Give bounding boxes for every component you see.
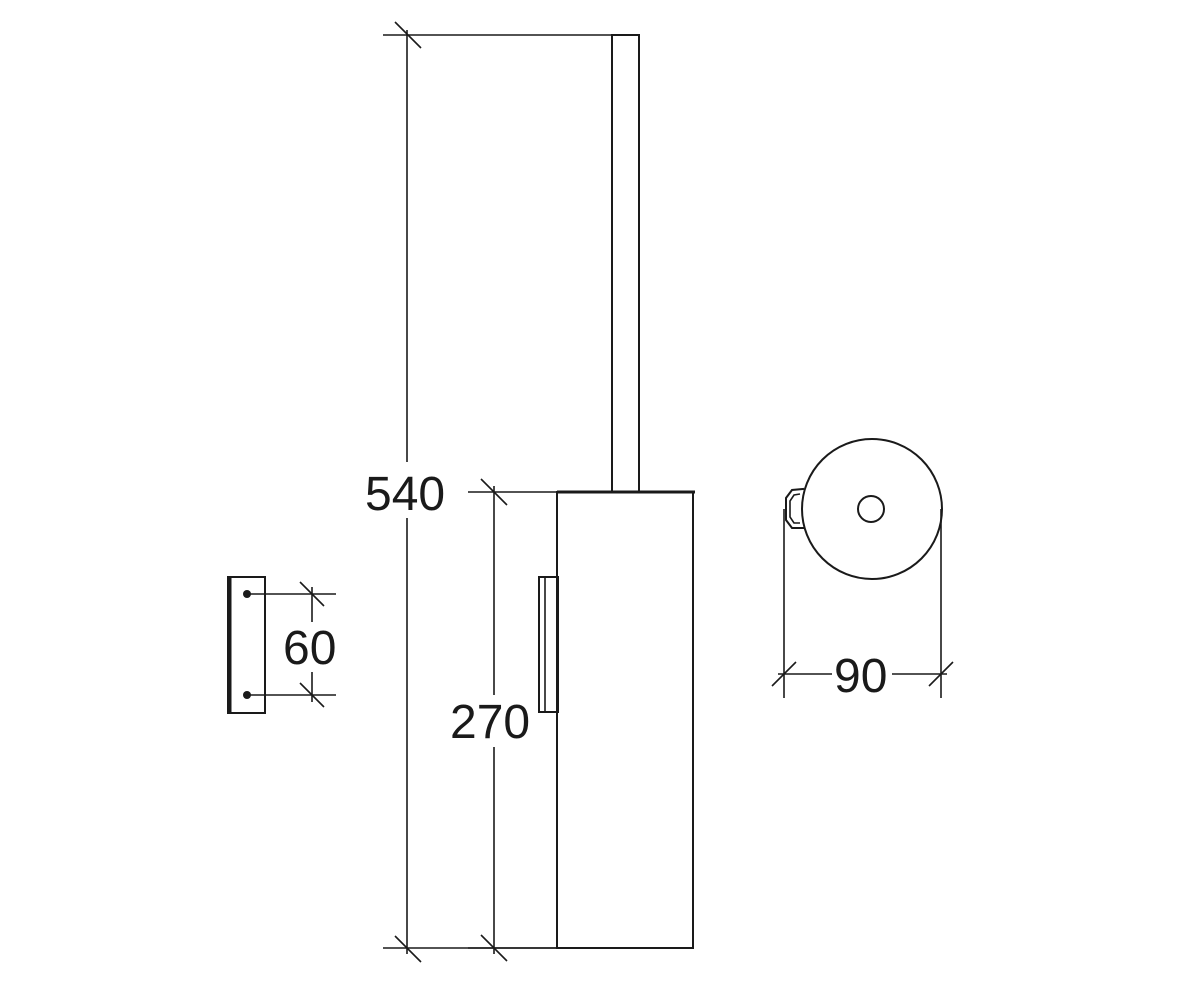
dimension-label-540: 540	[365, 468, 445, 521]
handle-hole	[857, 495, 885, 523]
side-view	[538, 34, 695, 949]
top-view	[785, 438, 943, 580]
dimension-total-height: 540	[362, 21, 612, 963]
container-body	[556, 491, 694, 949]
label-background	[449, 695, 537, 747]
label-background	[832, 650, 892, 698]
tick-top	[299, 581, 325, 607]
label-background	[362, 462, 452, 518]
dimension-label-90: 90	[834, 650, 887, 703]
dimension-diameter: 90	[771, 509, 954, 703]
dimension-label-270: 270	[450, 696, 530, 749]
tick-top	[394, 21, 422, 49]
tick-left	[771, 661, 797, 687]
brush-handle	[611, 34, 640, 493]
wall-mount-clip	[785, 487, 805, 529]
label-background	[283, 622, 343, 672]
dimension-container-height: 270	[449, 478, 557, 962]
tick-bottom	[480, 934, 508, 962]
wall-bracket	[227, 576, 266, 714]
wall-mount-plate	[538, 576, 559, 713]
tick-right	[928, 661, 954, 687]
tick-bottom	[299, 682, 325, 708]
wall-bracket-view	[227, 576, 266, 714]
dimension-bracket-spacing: 60	[247, 581, 343, 708]
container-outline	[801, 438, 943, 580]
tick-top	[480, 478, 508, 506]
dimension-label-60: 60	[283, 622, 336, 675]
wall-mount-clip-inner	[789, 493, 801, 524]
tick-bottom	[394, 935, 422, 963]
